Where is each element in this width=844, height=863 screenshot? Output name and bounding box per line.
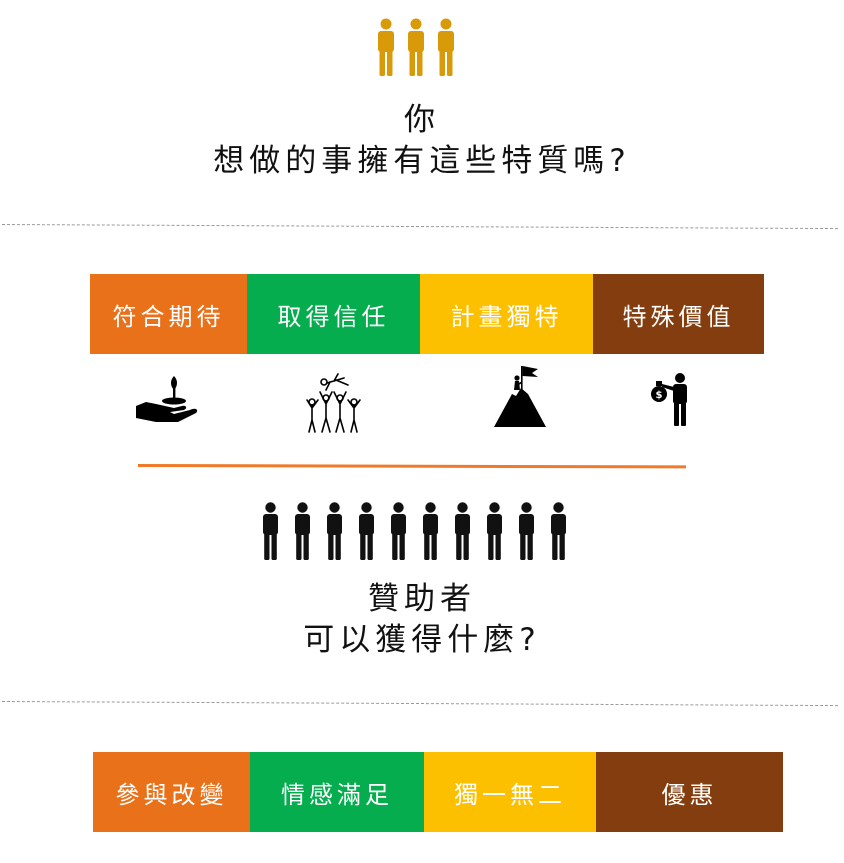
- benefit-one-of-a-kind: 獨一無二: [424, 752, 596, 832]
- section-divider: [1, 701, 838, 707]
- trait-meet-expectations: 符合期待: [90, 274, 247, 354]
- crowd-celebration-icon: [306, 373, 361, 433]
- top-heading-line1: 你: [404, 102, 440, 138]
- trait-label: 特殊價值: [622, 302, 735, 331]
- top-heading-line2: 想做的事擁有這些特質嗎?: [213, 143, 631, 179]
- section-divider: [1, 224, 838, 230]
- benefit-label: 優惠: [661, 780, 718, 809]
- trait-label: 計畫獨特: [450, 302, 563, 331]
- benefit-label: 獨一無二: [454, 780, 566, 809]
- sponsor-heading-line1: 贊助者: [368, 581, 476, 617]
- benefit-label: 情感滿足: [281, 780, 393, 809]
- orange-rule: [137, 464, 687, 469]
- trait-label: 取得信任: [277, 302, 390, 331]
- mountain-flag-icon: [494, 366, 546, 427]
- benefit-label: 參與改變: [115, 780, 228, 809]
- trait-unique-plan: 計畫獨特: [420, 274, 593, 354]
- hand-sprout-icon: [136, 376, 198, 422]
- trait-label: 符合期待: [112, 302, 225, 331]
- gold-people-icon: [378, 18, 454, 76]
- svg-text:$: $: [656, 390, 663, 401]
- money-bag-person-icon: $: [651, 373, 687, 426]
- benefit-discount: 優惠: [596, 752, 783, 832]
- benefits-bar: 參與改變 情感滿足 獨一無二 優惠: [93, 752, 783, 832]
- dark-people-icon: [263, 502, 566, 560]
- benefit-emotional-satisfaction: 情感滿足: [250, 752, 424, 832]
- traits-bar: 符合期待 取得信任 計畫獨特 特殊價值: [90, 274, 764, 354]
- benefit-participate-change: 參與改變: [93, 752, 250, 832]
- sponsor-heading-line2: 可以獲得什麼?: [303, 622, 541, 658]
- trait-special-value: 特殊價值: [593, 274, 764, 354]
- trait-gain-trust: 取得信任: [247, 274, 420, 354]
